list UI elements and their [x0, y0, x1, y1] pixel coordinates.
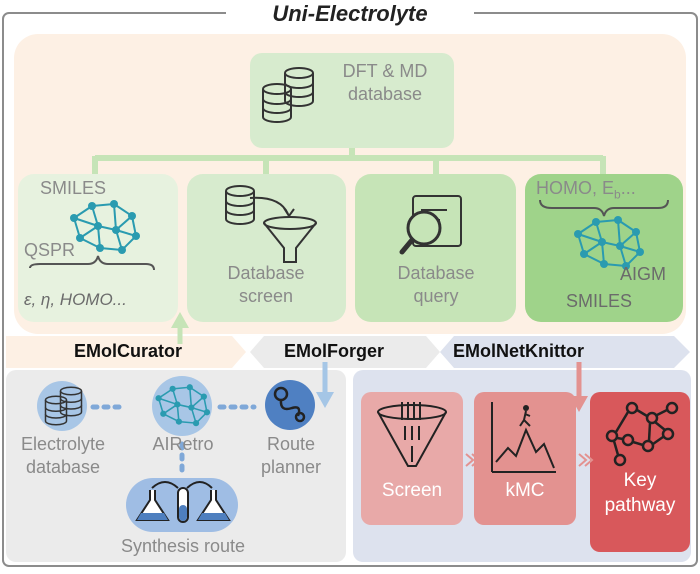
key-pathway-line2: pathway — [604, 495, 676, 516]
module-emolforger: EMolForger — [284, 341, 385, 361]
homo-eb-label: HOMO, Eb... — [536, 178, 636, 202]
synthesis-route-label: Synthesis route — [120, 536, 246, 556]
aigm-smiles-label: SMILES — [566, 291, 633, 311]
funnel-icon — [225, 185, 317, 263]
page-title: Uni-Electrolyte — [272, 1, 428, 26]
database-label-line1: DFT & MD — [342, 61, 428, 81]
database-query-line2: query — [413, 286, 459, 306]
database-label-line2: database — [347, 84, 423, 104]
database-screen-line2: screen — [238, 286, 294, 306]
route-planner-label: Route planner — [250, 434, 332, 478]
property-list-label: ε, η, HOMO... — [24, 290, 127, 309]
route-planner-line2: planner — [260, 457, 322, 477]
module-emolnetknittor: EMolNetKnittor — [453, 341, 584, 361]
route-icon — [273, 386, 306, 423]
database-query-line1: Database — [397, 263, 475, 283]
screen-label: Screen — [381, 480, 443, 501]
database-screen-line1: Database — [227, 263, 305, 283]
hiker-peaks-icon — [491, 402, 556, 473]
pathway-network-icon — [605, 401, 679, 467]
kmc-label: kMC — [505, 480, 545, 501]
qspr-label: QSPR — [24, 240, 76, 260]
electrolyte-db-line2: database — [25, 457, 101, 477]
key-pathway-line1: Key — [623, 470, 657, 491]
homo-eb-tail: ... — [620, 178, 636, 198]
airetro-label: AIRetro — [152, 434, 214, 454]
flask-icon — [135, 481, 231, 523]
electrolyte-db-line1: Electrolyte — [20, 434, 106, 454]
smiles-label: SMILES — [40, 178, 107, 198]
magnifier-icon — [399, 195, 462, 255]
electrolyte-database-label: Electrolyte database — [12, 434, 114, 478]
homo-eb-sub: b — [614, 187, 621, 202]
database-label: DFT & MD database — [320, 61, 450, 105]
database-query-label: Database query — [358, 263, 514, 307]
database-screen-label: Database screen — [190, 263, 342, 307]
route-planner-line1: Route — [266, 434, 316, 454]
module-emolcurator: EMolCurator — [74, 341, 182, 361]
aigm-label: AIGM — [620, 264, 667, 284]
homo-eb-text: HOMO, E — [536, 178, 615, 198]
funnel-icon — [377, 402, 447, 467]
key-pathway-label: Key pathway — [590, 470, 690, 517]
